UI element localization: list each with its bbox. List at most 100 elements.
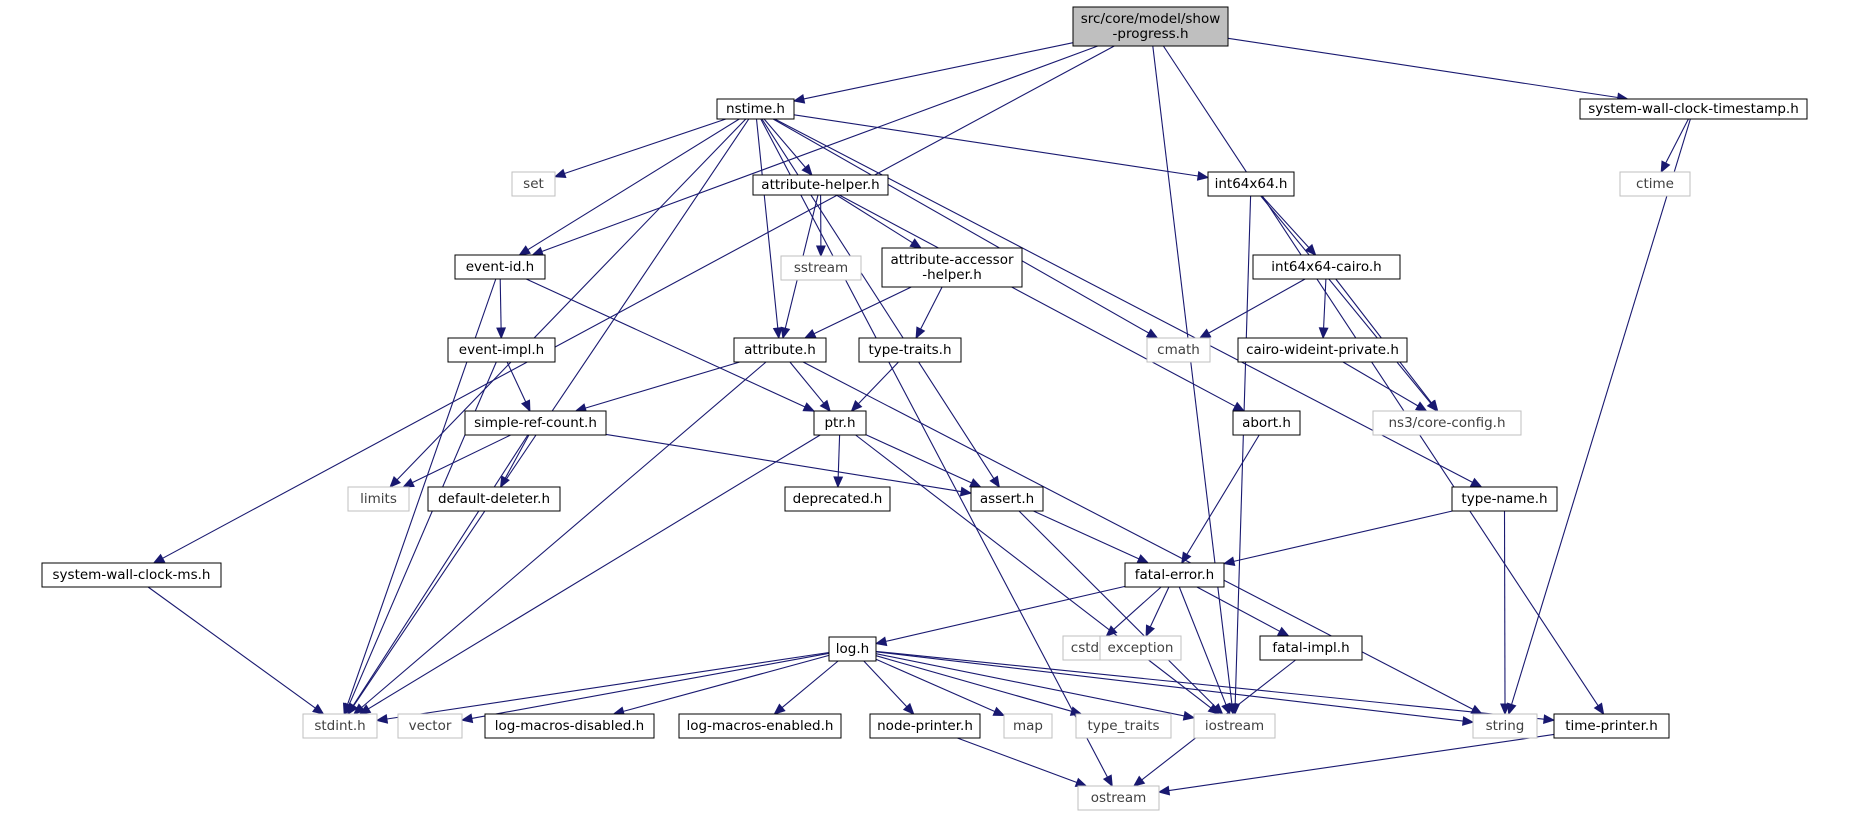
node-box xyxy=(858,337,962,363)
edge-line xyxy=(755,118,779,329)
edge-line xyxy=(541,45,1098,253)
node-box xyxy=(828,636,877,662)
node-label: simple-ref-count.h xyxy=(474,415,597,431)
edge-arrowhead xyxy=(1507,702,1517,716)
edge-line xyxy=(1323,278,1327,329)
node-stdint: stdint.h xyxy=(302,713,378,739)
edge-fatal_error-to-cstdlib xyxy=(1105,586,1162,637)
edge-line xyxy=(527,118,740,251)
nodes-layer: src/core/model/show-progress.h nstime.h sy… xyxy=(41,6,1808,811)
node-int64[interactable]: int64x64.h xyxy=(1207,171,1295,197)
node-box xyxy=(1472,713,1538,739)
edge-line xyxy=(863,660,908,708)
edge-line xyxy=(412,434,511,484)
node-label: ostream xyxy=(1091,790,1147,806)
node-box xyxy=(1124,562,1225,588)
edge-line xyxy=(865,434,972,484)
edge-arrowhead xyxy=(772,327,783,340)
edge-arrowhead xyxy=(389,476,401,488)
node-fatal-impl[interactable]: fatal-impl.h xyxy=(1259,635,1363,661)
node-attr-acc[interactable]: attribute-accessor-helper.h xyxy=(881,247,1023,288)
edge-line xyxy=(1196,586,1280,632)
node-box xyxy=(1252,254,1401,280)
node-swct[interactable]: system-wall-clock-timestamp.h xyxy=(1579,98,1808,120)
edge-nstime-to-event_id xyxy=(518,118,740,256)
node-box xyxy=(511,171,556,197)
node-log-dis[interactable]: log-macros-disabled.h xyxy=(484,713,655,739)
node-log-en[interactable]: log-macros-enabled.h xyxy=(678,713,842,739)
node-label: ns3/core-config.h xyxy=(1389,415,1506,431)
edge-cairo_wide-to-ns3config xyxy=(1342,361,1428,412)
node-box xyxy=(1146,337,1211,363)
edge-ptr-to-deprecated xyxy=(833,434,844,489)
node-default-del[interactable]: default-deleter.h xyxy=(427,486,561,512)
node-log[interactable]: log.h xyxy=(828,636,877,662)
node-cairo-wide[interactable]: cairo-wideint-private.h xyxy=(1237,337,1408,363)
edge-line xyxy=(837,434,841,478)
node-ptr[interactable]: ptr.h xyxy=(813,410,867,436)
node-label: event-impl.h xyxy=(459,342,544,358)
edge-arrowhead xyxy=(531,246,545,257)
edge-line xyxy=(855,434,1212,709)
edge-line xyxy=(760,118,1108,778)
edge-arrowhead xyxy=(915,326,926,340)
node-deprecated[interactable]: deprecated.h xyxy=(784,486,891,512)
edge-arrowhead xyxy=(375,713,389,724)
node-assert[interactable]: assert.h xyxy=(970,486,1044,512)
edge-arrowhead xyxy=(1304,243,1317,256)
node-type-name[interactable]: type-name.h xyxy=(1451,486,1558,512)
node-label: attribute-helper.h xyxy=(761,177,879,193)
edge-arrowhead xyxy=(1181,551,1192,565)
node-simple-ref[interactable]: simple-ref-count.h xyxy=(464,410,607,436)
edge-arrowhead xyxy=(1500,703,1510,716)
edge-line xyxy=(875,651,1464,722)
edge-line xyxy=(1234,195,1252,705)
node-type-traits: type_traits xyxy=(1075,713,1172,739)
node-box xyxy=(1207,171,1295,197)
node-fatal-error[interactable]: fatal-error.h xyxy=(1124,562,1225,588)
edge-line xyxy=(368,434,821,710)
node-type-traits-h[interactable]: type-traits.h xyxy=(858,337,962,363)
edge-arrowhead xyxy=(1198,328,1212,339)
node-time-printer[interactable]: time-printer.h xyxy=(1553,713,1670,739)
node-box xyxy=(427,486,561,512)
edge-arrowhead xyxy=(801,163,813,176)
edge-arrowhead xyxy=(1132,775,1146,787)
edge-arrowhead xyxy=(347,702,358,716)
node-event-id[interactable]: event-id.h xyxy=(454,254,546,280)
node-box xyxy=(1619,171,1691,197)
edge-arrowhead xyxy=(1145,328,1159,339)
edge-log-to-vector xyxy=(460,652,830,724)
edge-fatal_error-to-exception xyxy=(1145,586,1170,638)
node-attr-helper[interactable]: attribute-helper.h xyxy=(752,174,889,196)
node-int64cairo[interactable]: int64x64-cairo.h xyxy=(1252,254,1401,280)
edge-line xyxy=(1162,45,1599,707)
node-event-impl[interactable]: event-impl.h xyxy=(447,337,556,363)
node-box xyxy=(1003,713,1053,739)
edge-line xyxy=(875,655,1072,712)
edge-line xyxy=(1665,118,1689,164)
edge-attribute-to-ptr xyxy=(789,361,831,413)
edge-fatal_error-to-fatal_impl xyxy=(1196,586,1290,637)
node-label: type-traits.h xyxy=(868,342,951,358)
node-node-printer[interactable]: node-printer.h xyxy=(869,713,981,739)
node-label: assert.h xyxy=(980,491,1034,507)
edge-int64-to-ns3config xyxy=(1260,195,1439,413)
node-attribute[interactable]: attribute.h xyxy=(733,337,827,363)
node-nstime[interactable]: nstime.h xyxy=(716,98,795,120)
edge-log-to-stdint xyxy=(375,651,830,724)
node-abort[interactable]: abort.h xyxy=(1232,410,1301,436)
node-root[interactable]: src/core/model/show-progress.h xyxy=(1072,6,1229,47)
node-box xyxy=(733,337,827,363)
node-string: string xyxy=(1472,713,1538,739)
edge-arrowhead xyxy=(989,475,1000,489)
edge-arrowhead xyxy=(1182,710,1196,721)
edge-line xyxy=(147,586,316,709)
edge-arrowhead xyxy=(1105,625,1118,637)
edge-line xyxy=(838,194,1236,407)
edge-line xyxy=(352,434,529,706)
edge-line xyxy=(803,42,1074,100)
node-swcms[interactable]: system-wall-clock-ms.h xyxy=(41,562,222,588)
edge-swct-to-string xyxy=(1507,118,1691,716)
